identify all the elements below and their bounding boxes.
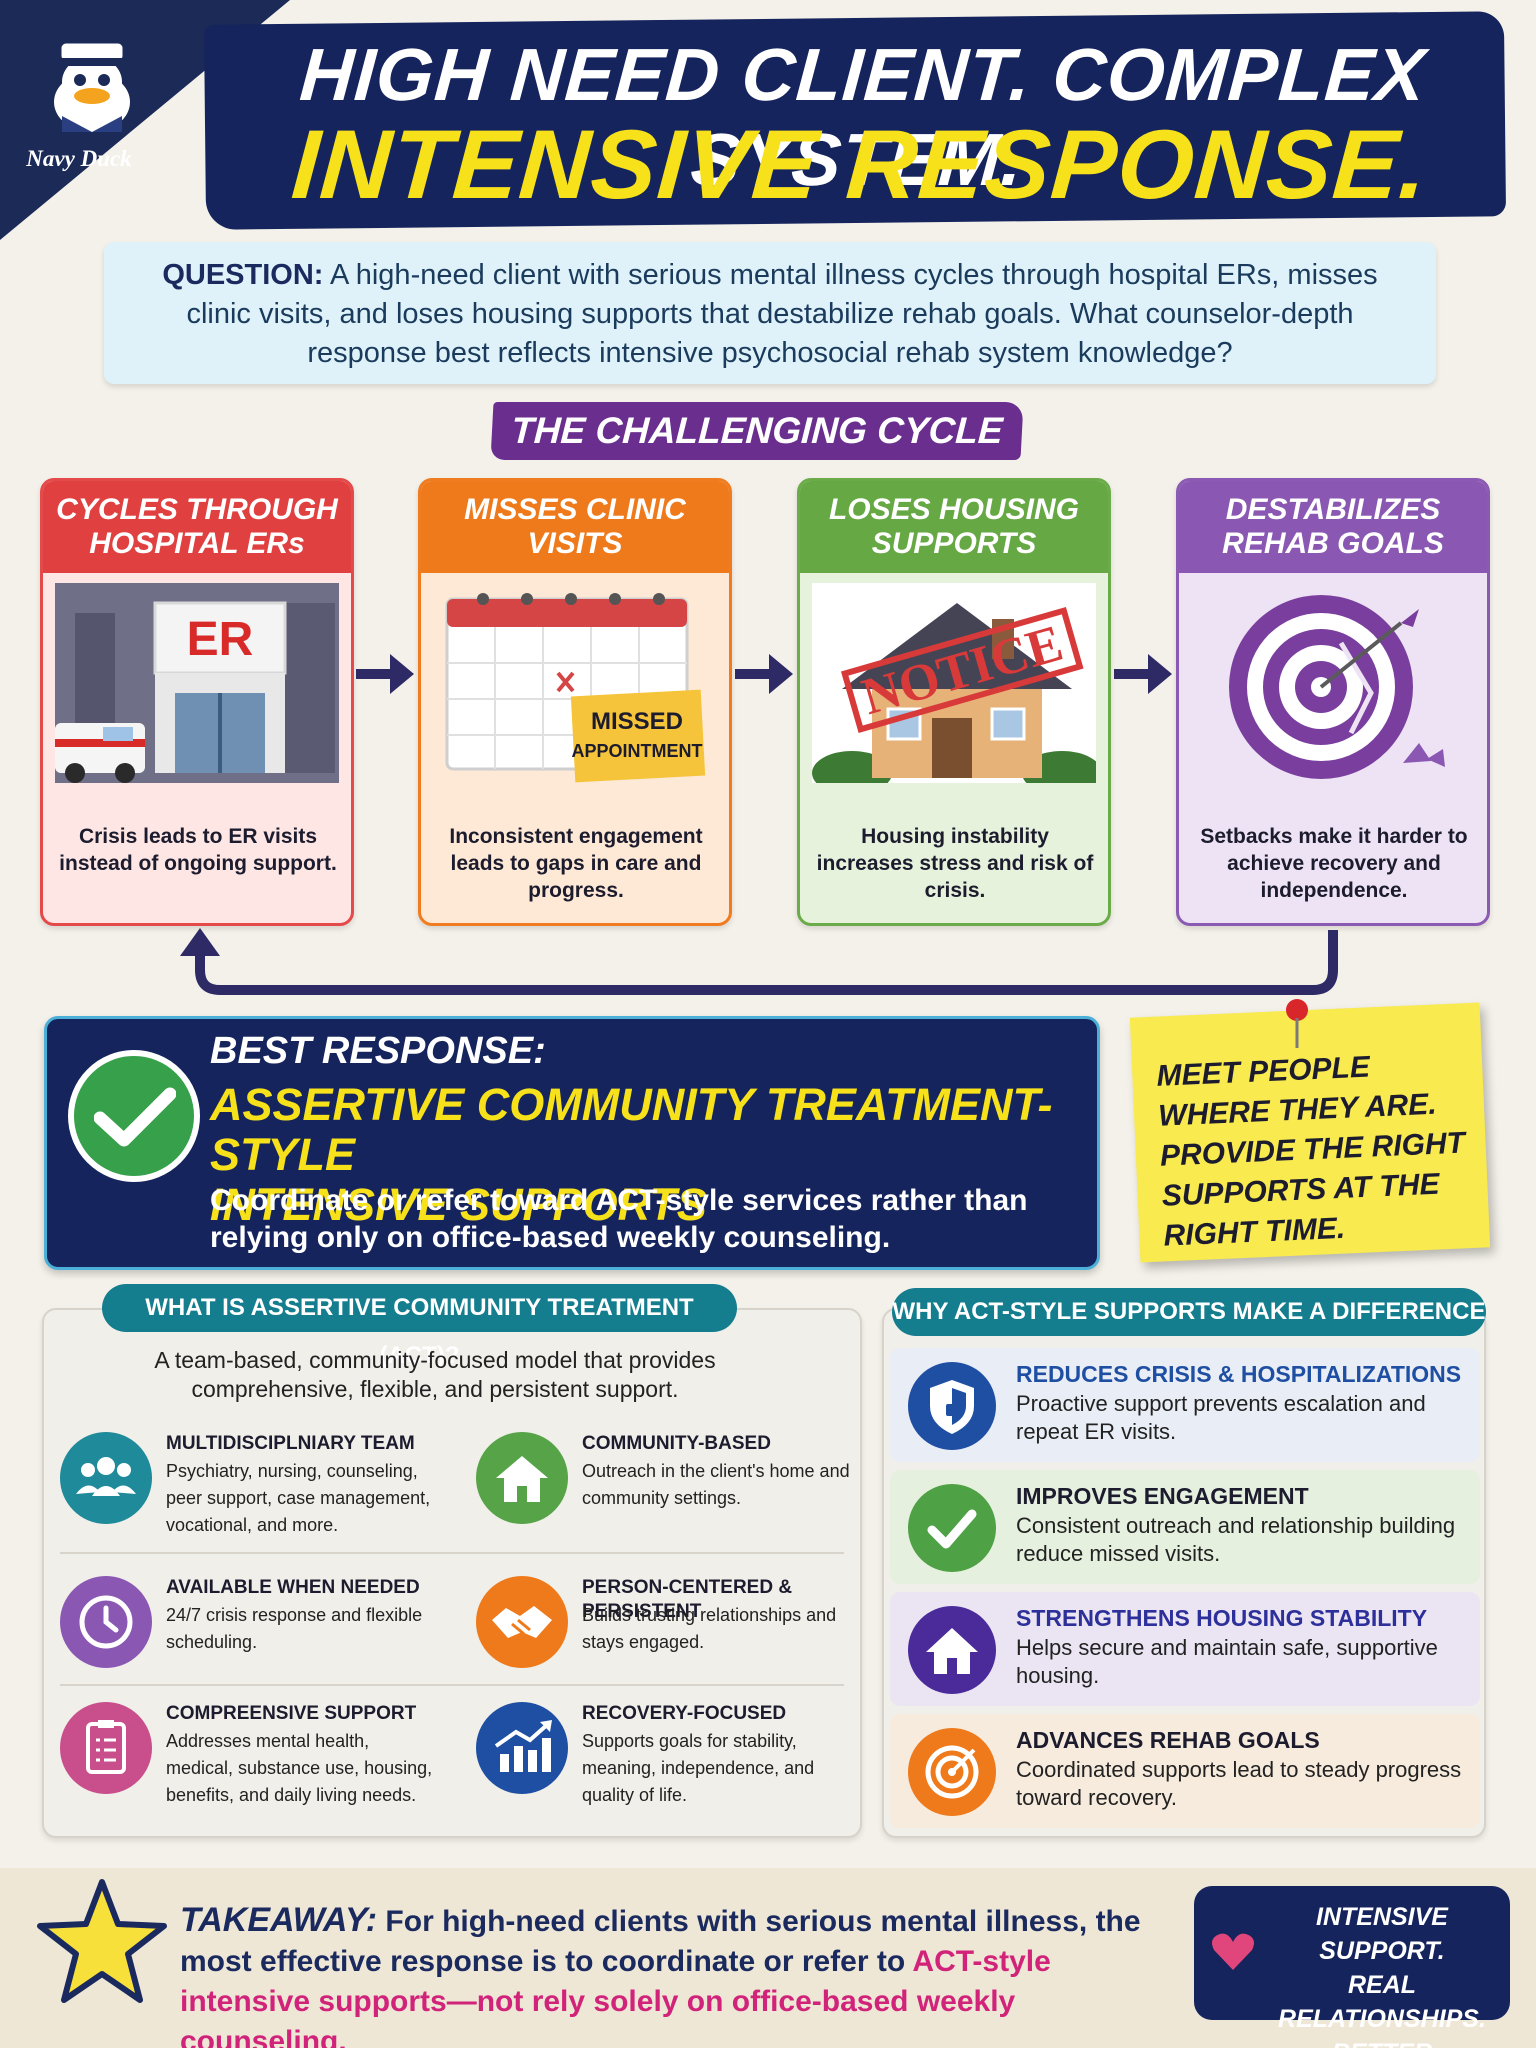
why-item-engagement: IMPROVES ENGAGEMENT Consistent outreach … <box>890 1470 1480 1584</box>
team-icon <box>60 1432 152 1524</box>
why-item-desc: Proactive support prevents escalation an… <box>1016 1391 1426 1444</box>
act-definition-panel <box>42 1308 862 1838</box>
why-item-desc: Helps secure and maintain safe, supporti… <box>1016 1635 1438 1688</box>
cycle-card-title: CYCLES THROUGH HOSPITAL ERs <box>43 481 351 573</box>
slogan-line-3: BETTER OUTCOMES. <box>1262 2036 1502 2048</box>
takeaway-text-b: ACT-style intensive supports—not rely so… <box>180 1945 1051 2048</box>
best-response-title-line-2: INTENSIVE SUPPORTS <box>210 1179 707 1230</box>
heart-icon <box>1212 1933 1254 1970</box>
feature-desc: Psychiatry, nursing, counseling, peer su… <box>166 1461 431 1535</box>
feature-desc: Supports goals for stability, meaning, i… <box>582 1731 815 1805</box>
cycle-card-text: Inconsistent engagement leads to gaps in… <box>449 825 703 902</box>
cycle-card-title: LOSES HOUSING SUPPORTS <box>800 481 1108 573</box>
why-item-housing: STRENGTHENS HOUSING STABILITY Helps secu… <box>890 1592 1480 1706</box>
feature-divider <box>60 1684 844 1686</box>
feature-title: COMPREENSIVE SUPPORT <box>166 1703 417 1724</box>
arrow-right-icon <box>1114 654 1172 694</box>
feature-item-available: AVAILABLE WHEN NEEDED 24/7 crisis respon… <box>60 1576 430 1696</box>
feature-title: RECOVERY-FOCUSED <box>582 1703 787 1724</box>
cycle-card-title: DESTABILIZES REHAB GOALS <box>1179 481 1487 573</box>
clipboard-icon <box>60 1702 152 1794</box>
feature-desc: 24/7 crisis response and flexible schedu… <box>166 1605 423 1652</box>
slogan-line-1: INTENSIVE SUPPORT. <box>1316 1903 1448 1965</box>
feature-item-community: COMMUNITY-BASED Outreach in the client's… <box>476 1432 850 1552</box>
feature-item-team: MULTIDISCIPLNIARY TEAM Psychiatry, nursi… <box>60 1432 430 1552</box>
feature-title: MULTIDISCIPLNIARY TEAM <box>166 1433 415 1454</box>
question-text: A high-need client with serious mental i… <box>186 259 1378 369</box>
cycle-loop-arrow-icon <box>180 928 1338 995</box>
arrow-right-icon <box>356 654 414 694</box>
feature-item-recovery: RECOVERY-FOCUSED Supports goals for stab… <box>476 1702 846 1822</box>
logo-text: Navy Duck <box>26 146 132 171</box>
checkmark-icon <box>94 1087 176 1147</box>
page-title-line-2: INTENSIVE RESPONSE. <box>288 109 1432 219</box>
cycle-banner: THE CHALLENGING CYCLE <box>490 402 1024 460</box>
duck-mascot-icon <box>54 40 130 132</box>
broken-target-icon <box>1191 583 1475 783</box>
home-icon <box>908 1606 996 1694</box>
why-item-title: ADVANCES REHAB GOALS <box>1016 1727 1320 1753</box>
best-response-label: BEST RESPONSE: <box>210 1030 546 1072</box>
act-definition-tab: WHAT IS ASSERTIVE COMMUNITY TREATMENT (A… <box>102 1284 737 1369</box>
best-response-title-line-1: ASSERTIVE COMMUNITY TREATMENT-STYLE <box>210 1079 1053 1180</box>
house-notice-icon: NOTICE <box>812 583 1096 783</box>
takeaway-text-a: For high-need clients with serious menta… <box>180 1905 1141 1978</box>
feature-desc: Outreach in the client's home and commun… <box>582 1461 850 1508</box>
growth-chart-icon <box>476 1702 568 1794</box>
arrow-right-icon <box>735 654 793 694</box>
missed-note-line-2: APPOINTMENT <box>571 741 702 761</box>
cycle-card-er: CYCLES THROUGH HOSPITAL ERs ER Crisis le… <box>40 478 354 926</box>
slogan-text: INTENSIVE SUPPORT. REAL RELATIONSHIPS. B… <box>1262 1900 1502 2048</box>
er-sign-text: ER <box>187 613 254 666</box>
cycle-card-goals: DESTABILIZES REHAB GOALS Setbacks make i… <box>1176 478 1490 926</box>
handshake-icon <box>476 1576 568 1668</box>
why-item-crisis: REDUCES CRISIS & HOSPITALIZATIONS Proact… <box>890 1348 1480 1462</box>
feature-desc: Addresses mental health, medical, substa… <box>166 1731 433 1805</box>
cycle-card-housing: LOSES HOUSING SUPPORTS NOTICE Housing in… <box>797 478 1111 926</box>
why-item-title: STRENGTHENS HOUSING STABILITY <box>1016 1605 1428 1631</box>
cycle-card-text: Crisis leads to ER visits instead of ong… <box>59 825 337 875</box>
why-act-tab: WHY ACT-STYLE SUPPORTS MAKE A DIFFERENCE <box>892 1288 1486 1336</box>
why-item-title: REDUCES CRISIS & HOSPITALIZATIONS <box>1016 1361 1462 1387</box>
home-icon <box>476 1432 568 1524</box>
cycle-card-text: Setbacks make it harder to achieve recov… <box>1200 825 1468 902</box>
takeaway-text: TAKEAWAY: For high-need clients with ser… <box>180 1900 1180 2048</box>
feature-title: PERSON-CENTERED & PERSISTENT <box>582 1577 793 1622</box>
best-response-panel <box>44 1016 1100 1270</box>
question-label: QUESTION: <box>162 259 324 291</box>
missed-note-line-1: MISSED <box>591 708 683 735</box>
why-item-rehab: ADVANCES REHAB GOALS Coordinated support… <box>890 1714 1480 1828</box>
slogan-line-2: REAL RELATIONSHIPS. <box>1278 1971 1486 2033</box>
why-item-desc: Consistent outreach and relationship bui… <box>1016 1513 1456 1566</box>
check-icon <box>908 1484 996 1572</box>
pushpin-icon <box>1286 999 1308 1048</box>
question-box: QUESTION: A high-need client with seriou… <box>104 242 1436 384</box>
shield-icon <box>908 1362 996 1450</box>
feature-item-person-centered: PERSON-CENTERED & PERSISTENT Builds trus… <box>476 1576 846 1696</box>
why-item-title: IMPROVES ENGAGEMENT <box>1016 1483 1309 1509</box>
takeaway-label: TAKEAWAY: <box>180 1901 378 1939</box>
act-intro-text: A team-based, community-focused model th… <box>154 1347 716 1402</box>
sticky-note-text: MEET PEOPLE WHERE THEY ARE. PROVIDE THE … <box>1155 1050 1466 1253</box>
hospital-er-icon: ER <box>55 583 339 783</box>
calendar-icon: MISSED APPOINTMENT <box>445 593 706 783</box>
cycle-card-title: MISSES CLINIC VISITS <box>421 481 729 573</box>
best-response-title: ASSERTIVE COMMUNITY TREATMENT-STYLE INTE… <box>210 1080 1090 1230</box>
feature-desc: Builds trusting relationships and stays … <box>582 1605 837 1652</box>
target-icon <box>908 1728 996 1816</box>
clock-icon <box>60 1576 152 1668</box>
best-response-desc: Coordinate or refer toward ACT-style ser… <box>210 1184 1028 1254</box>
star-icon <box>37 1879 167 2003</box>
feature-item-comprehensive: COMPREENSIVE SUPPORT Addresses mental he… <box>60 1702 432 1822</box>
why-item-desc: Coordinated supports lead to steady prog… <box>1016 1757 1462 1810</box>
cycle-card-clinic: MISSES CLINIC VISITS MISSED APPOINTMENT … <box>418 478 732 926</box>
check-circle <box>68 1050 200 1182</box>
feature-title: AVAILABLE WHEN NEEDED <box>166 1577 420 1598</box>
feature-title: COMMUNITY-BASED <box>582 1433 771 1454</box>
feature-divider <box>60 1552 844 1554</box>
cycle-card-text: Housing instability increases stress and… <box>816 825 1094 902</box>
